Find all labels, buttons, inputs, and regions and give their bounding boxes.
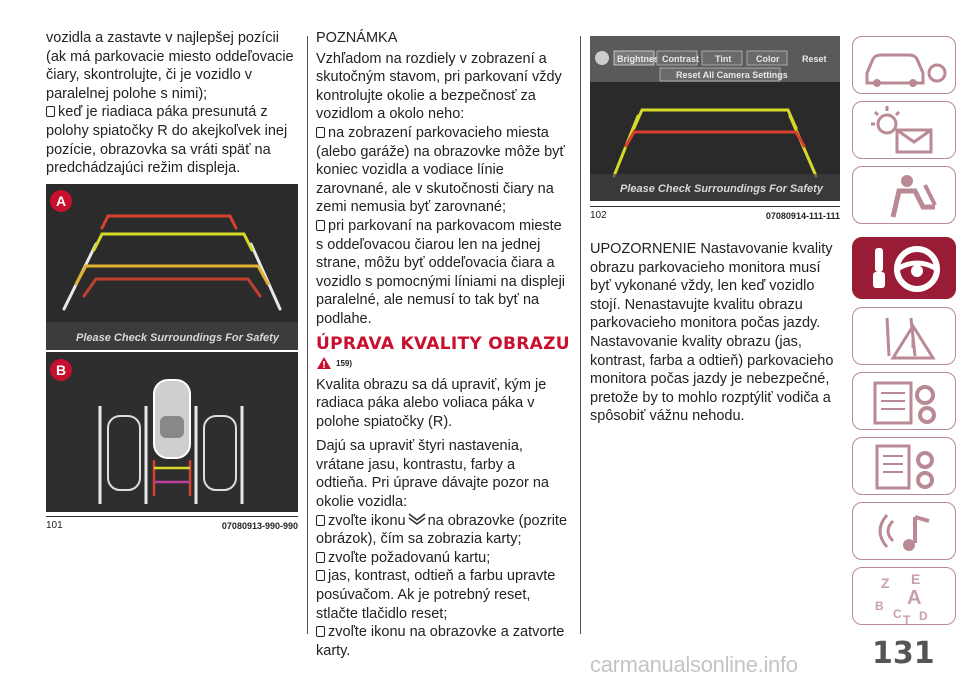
column-right: UPOZORNENIE Nastavovanie kvality obrazu … <box>590 240 840 426</box>
checkbox-bullet-icon <box>46 106 55 118</box>
tab-brightness[interactable]: Brightness <box>617 54 664 64</box>
checkbox-bullet-icon <box>316 514 325 526</box>
figure-caption: 101 07080913-990-990 <box>46 520 298 531</box>
sidebar-tab-specifications[interactable] <box>852 437 956 495</box>
paragraph: vozidla a zastavte v najlepšej pozícii (… <box>46 30 294 102</box>
reset-button[interactable]: Reset <box>802 54 827 64</box>
svg-text:T: T <box>903 613 911 626</box>
sidebar-tab-car[interactable] <box>852 36 956 94</box>
index-icon: Z E B A C T D <box>875 571 928 627</box>
overlay-text: Please Check Surroundings For Safety <box>76 332 280 344</box>
guide-line <box>92 232 254 252</box>
warning-reference: 159) <box>316 356 570 372</box>
svg-text:Z: Z <box>881 575 890 591</box>
tab-contrast[interactable]: Contrast <box>662 54 699 64</box>
guide-line <box>82 277 262 298</box>
sidebar-tab-warning-lights[interactable] <box>852 101 956 159</box>
tab-tint[interactable]: Tint <box>715 54 731 64</box>
watermark: carmanualsonline.info <box>590 652 798 677</box>
column-left: vozidla a zastavte v najlepšej pozícii (… <box>46 29 298 178</box>
checkbox-bullet-icon <box>316 126 325 138</box>
warning-paragraph: UPOZORNENIE Nastavovanie kvality obrazu … <box>590 241 834 425</box>
settings-tab-icon <box>595 51 609 65</box>
sidebar-tab-maintenance[interactable] <box>852 372 956 430</box>
car-icon <box>865 53 947 87</box>
checkbox-bullet-icon <box>316 570 325 582</box>
sidebar-tab-multimedia[interactable] <box>852 502 956 560</box>
airbag-seat-icon <box>890 175 937 218</box>
reset-all-button[interactable]: Reset All Camera Settings <box>676 70 788 80</box>
overlay-text: Please Check Surroundings For Safety <box>620 183 824 195</box>
figure-rule <box>46 516 298 517</box>
sidebar-tab-index[interactable]: Z E B A C T D <box>852 567 956 627</box>
column-divider <box>580 36 581 634</box>
bullet-item: pri parkovaní na parkovacom mieste s odd… <box>316 217 566 327</box>
svg-text:C: C <box>893 607 902 621</box>
sidebar-tab-safety[interactable] <box>852 166 956 224</box>
settings-tab-icon <box>408 513 426 525</box>
figure-rule <box>590 206 840 207</box>
svg-text:A: A <box>56 193 66 209</box>
bullet-item: keď je riadiaca páka presunutá z polohy … <box>46 104 288 177</box>
bullet-item: jas, kontrast, odtieň a farbu upravte po… <box>316 568 556 622</box>
note-paragraph: Vzhľadom na rozdiely v zobrazení a skuto… <box>316 50 562 123</box>
guide-line <box>74 264 270 286</box>
parked-car <box>107 415 141 491</box>
overlay-bar <box>46 322 298 350</box>
paragraph: Dajú sa upraviť štyri nastavenia, vrátan… <box>316 438 549 511</box>
checkbox-bullet-icon <box>316 219 325 231</box>
specifications-icon <box>875 444 934 490</box>
tab-color[interactable]: Color <box>756 54 780 64</box>
bullet-item: zvoľte požadovanú kartu; <box>316 549 570 568</box>
multimedia-icon <box>878 514 930 551</box>
warning-triangle-icon <box>317 356 331 369</box>
svg-text:B: B <box>875 599 884 613</box>
figure-101: Please Check Surroundings For Safety A B <box>46 184 298 512</box>
figure-label-b <box>50 359 72 381</box>
sidebar-tab-emergency[interactable] <box>852 307 956 365</box>
section-heading: ÚPRAVA KVALITY OBRAZU <box>316 333 570 354</box>
warning-lights-icon <box>871 106 933 154</box>
note-title: POZNÁMKA <box>316 30 398 46</box>
svg-text:E: E <box>911 571 920 587</box>
checkbox-bullet-icon <box>316 551 325 563</box>
figure-102: Brightness Contrast Tint Color Reset Res… <box>590 36 840 201</box>
figure-caption: 102 07080914-111-111 <box>590 210 840 221</box>
page-number: 131 <box>872 636 935 671</box>
bullet-item: zvoľte ikonu na obrazovke a zatvorte kar… <box>316 624 565 659</box>
figure-label-a <box>50 190 72 212</box>
sidebar-tab-starting-driving[interactable] <box>852 237 956 299</box>
paragraph: Kvalita obrazu sa dá upraviť, kým je rad… <box>316 376 547 430</box>
parked-car <box>203 415 237 491</box>
svg-text:A: A <box>907 587 921 609</box>
steering-key-icon <box>873 246 940 292</box>
road-warning-icon <box>885 317 936 360</box>
maintenance-icon <box>873 381 936 425</box>
checkbox-bullet-icon <box>316 626 325 638</box>
svg-text:D: D <box>919 609 928 623</box>
svg-text:B: B <box>56 362 66 378</box>
guide-line <box>100 214 238 230</box>
bullet-item: na zobrazení parkovacieho miesta (alebo … <box>316 124 565 216</box>
column-divider <box>307 36 308 634</box>
column-middle: POZNÁMKA Vzhľadom na rozdiely v zobrazen… <box>316 29 570 660</box>
